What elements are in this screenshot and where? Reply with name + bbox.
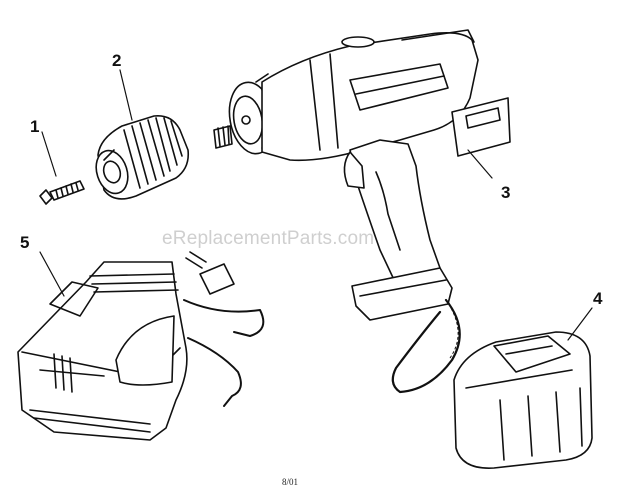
watermark-text: eReplacementParts.com (162, 228, 375, 249)
callout-2: 2 (112, 51, 122, 70)
callout-4: 4 (593, 289, 603, 308)
callout-3: 3 (501, 183, 511, 202)
drill-part (213, 29, 511, 394)
date-code: 8/01 (282, 477, 299, 487)
battery-part (453, 331, 593, 469)
screw-part (39, 180, 85, 205)
chuck-part (95, 114, 190, 200)
callout-1: 1 (30, 117, 40, 136)
leader-lines (39, 69, 593, 341)
charger-part (17, 251, 265, 441)
callout-5: 5 (20, 233, 30, 252)
